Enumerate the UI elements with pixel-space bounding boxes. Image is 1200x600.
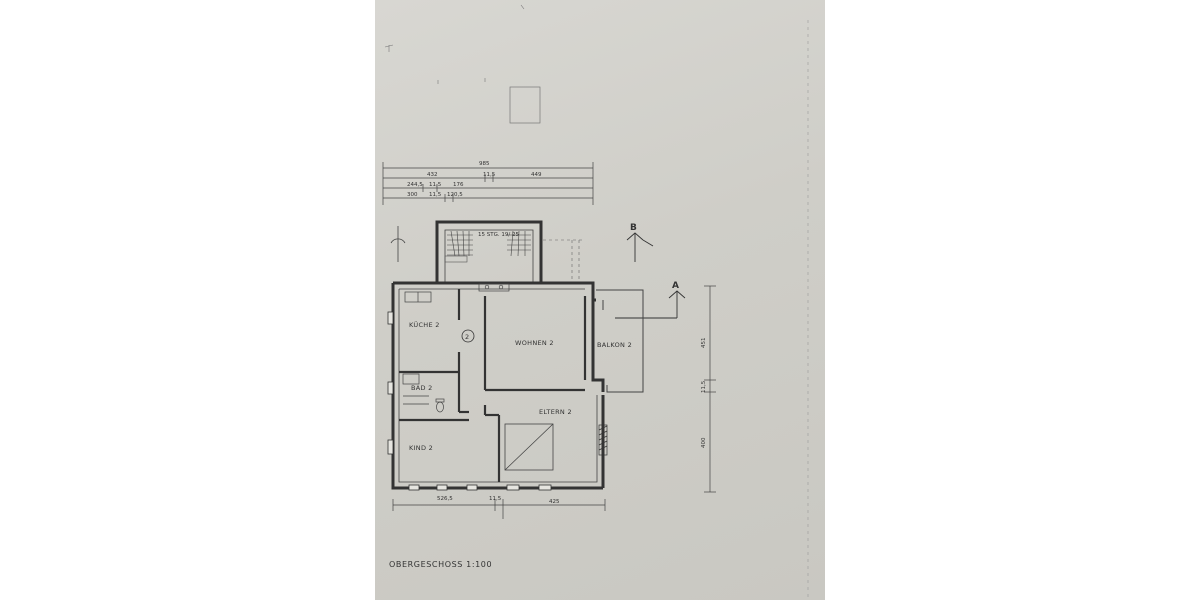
- dim-row4-c: 120,5: [447, 192, 463, 198]
- dim-top-total: 985: [479, 161, 490, 167]
- hatched-wall: [598, 424, 608, 456]
- windows-left: [387, 311, 394, 455]
- floor-plan-drawing: 985 432 11,5 449 244,5 11,5 176 300 11,5…: [382, 4, 809, 600]
- room-label-kueche: KÜCHE 2: [409, 320, 440, 329]
- section-a-marker: [615, 290, 686, 319]
- dim-bottom-c: 425: [549, 499, 560, 505]
- circle-mark-label: 2: [465, 333, 469, 341]
- dim-row4-a: 300: [407, 192, 418, 198]
- dim-row3-b: 11,5: [429, 182, 442, 188]
- top-dimension-lines: [382, 162, 594, 205]
- section-b-marker: [626, 232, 654, 262]
- dim-row4-b: 11,5: [429, 192, 442, 198]
- exterior-walls: [391, 281, 605, 490]
- circle-mark: [461, 329, 475, 343]
- plan-sheet: 985 432 11,5 449 244,5 11,5 176 300 11,5…: [375, 0, 825, 600]
- right-dimension-lines: [704, 285, 716, 493]
- room-label-balkon: BALKON 2: [597, 341, 632, 349]
- stair-block: [435, 220, 543, 283]
- wardrobe-outline: [504, 423, 554, 471]
- dim-top-left: 432: [427, 172, 438, 178]
- dim-row3-c: 176: [453, 182, 464, 188]
- section-a-label: A: [672, 281, 679, 291]
- left-section-marker: [390, 226, 406, 262]
- balcony-outline: [596, 289, 644, 393]
- room-label-eltern: ELTERN 2: [539, 408, 572, 416]
- room-label-kind: KIND 2: [409, 444, 433, 452]
- paper-marks: [384, 4, 809, 600]
- section-b-label: B: [630, 223, 637, 233]
- dim-bottom-a: 526,5: [437, 496, 453, 502]
- bath-fixtures: [402, 373, 445, 413]
- dim-row3-a: 244,5: [407, 182, 423, 188]
- stair-dashed-outline: [543, 239, 585, 283]
- drawing-title: OBERGESCHOSS 1:100: [389, 560, 492, 569]
- room-label-wohnen: WOHNEN 2: [515, 339, 554, 347]
- kitchen-fixtures: [404, 283, 510, 303]
- interior-walls: [399, 289, 587, 482]
- dim-right-a: 451: [701, 338, 707, 349]
- dim-top-right: 449: [531, 172, 542, 178]
- dim-top-mid: 11,5: [483, 172, 496, 178]
- dim-right-c: 400: [701, 437, 707, 448]
- stair-note: 15 STG. 19/ 25: [478, 232, 519, 238]
- vent-shaft-outline: [509, 86, 541, 124]
- room-label-bad: BAD 2: [411, 384, 433, 392]
- dim-right-b: 11,5: [701, 380, 707, 393]
- bottom-dimension-lines: [392, 499, 606, 519]
- dim-bottom-b: 11,5: [489, 496, 502, 502]
- windows-bottom: [408, 484, 552, 491]
